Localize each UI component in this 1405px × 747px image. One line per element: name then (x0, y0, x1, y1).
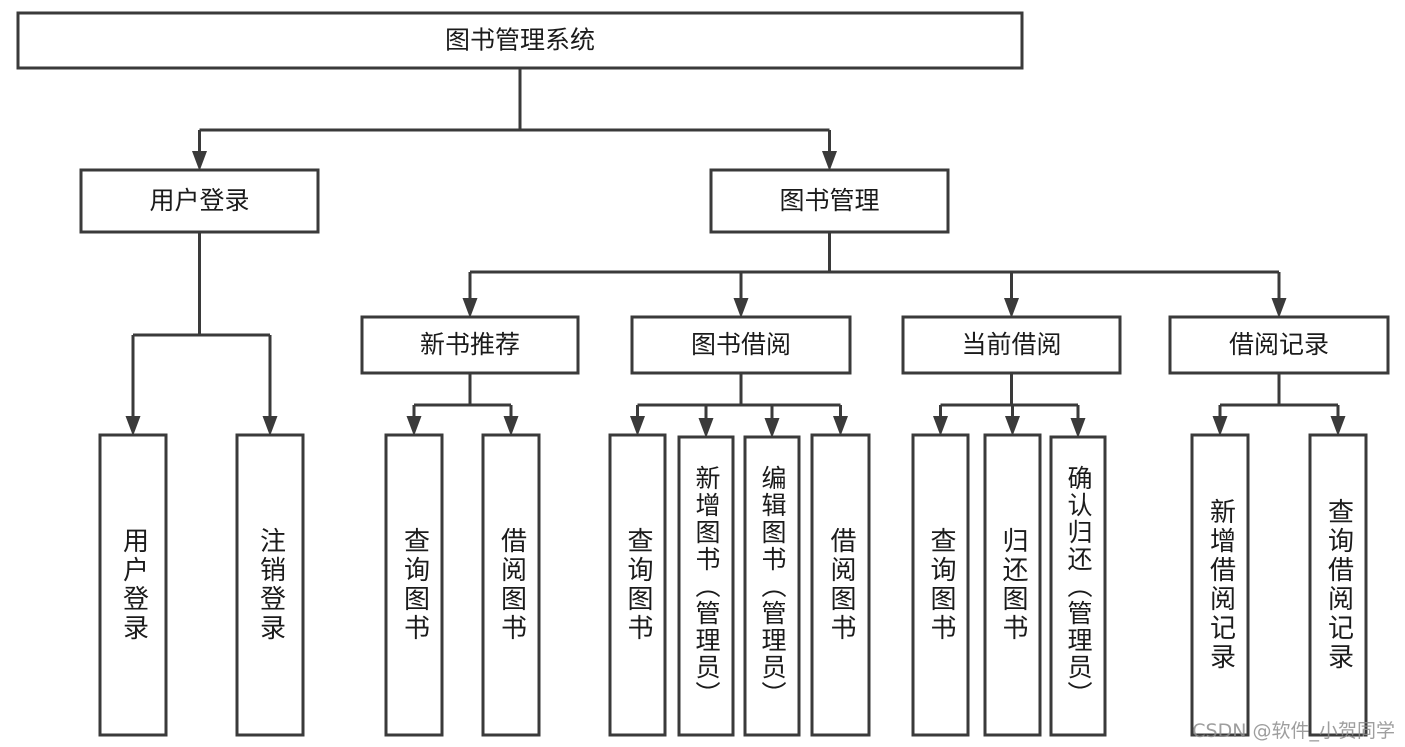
node-box-root[interactable] (16, 11, 1024, 70)
arrow-head-1-3 (1271, 298, 1287, 318)
node-label-l3-new-book-rec: 新书推荐 (420, 330, 520, 359)
arrow-head-0-0 (192, 151, 207, 171)
arrow-head-6-1 (1330, 416, 1346, 436)
node-box-leaf-query-record[interactable] (1308, 433, 1368, 737)
node-label-l3-current-borrow: 当前借阅 (961, 330, 1061, 359)
arrow-head-5-0 (933, 416, 948, 436)
arrow-head-0-1 (822, 151, 837, 171)
node-box-layer (16, 11, 1390, 737)
node-label-l2-user-login: 用户登录 (149, 186, 249, 215)
arrow-head-4-0 (630, 416, 645, 436)
arrow-head-3-1 (503, 416, 519, 436)
node-box-leaf-return-book[interactable] (983, 433, 1042, 737)
arrow-head-1-2 (1004, 298, 1019, 318)
arrow-head-2-0 (125, 416, 141, 436)
arrow-head-1-0 (462, 298, 478, 318)
node-box-l2-book-manage[interactable] (709, 168, 950, 234)
node-box-l3-borrow-record[interactable] (1168, 315, 1390, 375)
node-box-leaf-confirm-return[interactable] (1049, 435, 1107, 737)
node-box-leaf-add-record[interactable] (1190, 433, 1250, 737)
node-box-leaf-logout[interactable] (235, 433, 305, 737)
node-box-leaf-query-book-current[interactable] (911, 433, 970, 737)
node-box-leaf-query-book-rec[interactable] (384, 433, 444, 737)
arrow-head-2-1 (262, 416, 278, 436)
node-box-leaf-edit-book[interactable] (743, 435, 801, 737)
arrow-head-1-1 (733, 298, 749, 318)
connector-layer (125, 68, 1346, 438)
node-box-leaf-user-login[interactable] (98, 433, 168, 737)
node-box-leaf-borrow-book[interactable] (810, 433, 871, 737)
node-label-l3-book-borrow: 图书借阅 (691, 330, 791, 359)
arrow-head-5-2 (1070, 418, 1086, 438)
arrow-head-4-1 (698, 418, 714, 438)
node-label-l2-book-manage: 图书管理 (779, 186, 879, 215)
arrow-head-5-1 (1005, 416, 1020, 436)
node-label-root: 图书管理系统 (445, 26, 595, 55)
node-box-leaf-borrow-book-rec[interactable] (481, 433, 541, 737)
node-box-l3-current-borrow[interactable] (901, 315, 1122, 375)
arrow-head-6-0 (1212, 416, 1228, 436)
node-box-leaf-query-book-borrow[interactable] (608, 433, 667, 737)
arrow-head-4-2 (764, 418, 780, 438)
node-box-l2-user-login[interactable] (79, 168, 320, 234)
node-box-leaf-add-book[interactable] (677, 435, 735, 737)
arrow-head-4-3 (833, 416, 848, 436)
arrow-head-3-0 (406, 416, 422, 436)
node-label-l3-borrow-record: 借阅记录 (1229, 330, 1329, 359)
node-box-l3-book-borrow[interactable] (630, 315, 852, 375)
node-box-l3-new-book-rec[interactable] (360, 315, 580, 375)
